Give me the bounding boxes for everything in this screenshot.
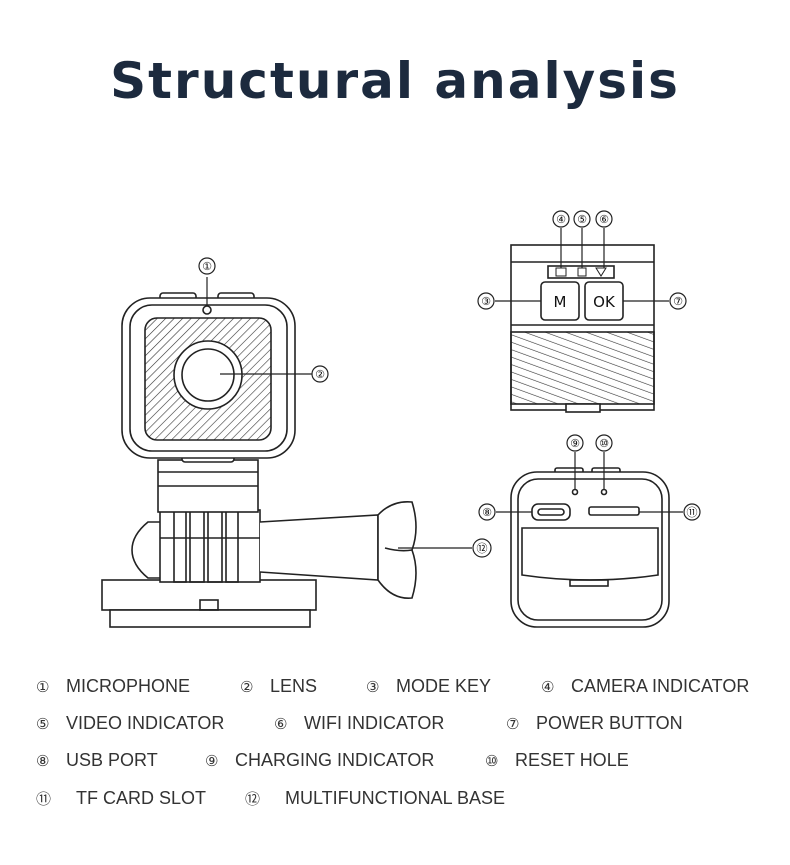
- callout-7-marker: [669, 292, 687, 310]
- callout-8-label: ⑧: [482, 506, 492, 519]
- callout-3-marker: [477, 292, 495, 310]
- callout-11-marker: [683, 503, 701, 521]
- callout-4-label: ④: [556, 213, 566, 226]
- callout-9-label: ⑨: [570, 437, 580, 450]
- mode-key-text: M: [554, 293, 567, 311]
- power-button-text: OK: [593, 293, 616, 311]
- callout-11-label: ⑪: [687, 506, 698, 519]
- page-title: Structural analysis: [110, 52, 680, 110]
- callout-8-marker: [478, 503, 496, 521]
- callout-10-label: ⑩: [599, 437, 609, 450]
- callout-12-marker: [472, 538, 492, 558]
- callout-2-marker: [311, 365, 329, 383]
- top-view-camera: [510, 244, 655, 413]
- callout-4-marker: [552, 210, 570, 228]
- callout-2-label: ②: [315, 368, 325, 381]
- callout-6-label: ⑥: [599, 213, 609, 226]
- callout-1-label: ①: [202, 260, 212, 273]
- back-view-camera: [510, 467, 670, 628]
- callout-9-marker: [566, 434, 584, 452]
- callout-5-label: ⑤: [577, 213, 587, 226]
- callout-6-marker: [595, 210, 613, 228]
- callout-3-label: ③: [481, 295, 491, 308]
- callout-7-label: ⑦: [673, 295, 683, 308]
- front-view-camera: [101, 292, 417, 628]
- callout-12-label: ⑫: [477, 542, 488, 555]
- callout-10-marker: [595, 434, 613, 452]
- callout-1-marker: [198, 257, 216, 275]
- callout-5-marker: [573, 210, 591, 228]
